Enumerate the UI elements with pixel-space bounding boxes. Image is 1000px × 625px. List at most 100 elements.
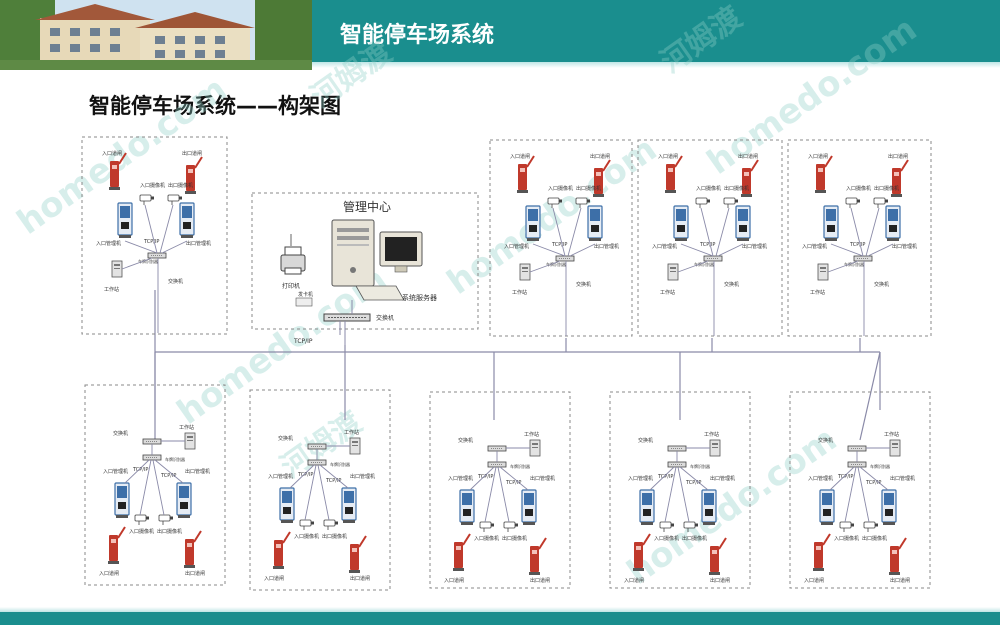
unit-frame	[489, 139, 633, 337]
entry-camera-label: 入口摄像机	[548, 185, 573, 192]
tcp-label: TCP/IP	[699, 242, 715, 248]
keyboard-icon	[355, 285, 405, 301]
entry-terminal-label: 入口管理机	[268, 473, 293, 480]
workstation-label: 工作站	[104, 286, 119, 293]
recognizer-label: 车牌识别器	[330, 461, 350, 467]
connector-line	[844, 466, 857, 523]
entry-terminal-icon	[819, 489, 835, 526]
exit-terminal-label: 出口管理机	[742, 243, 767, 250]
unit-switch-icon	[142, 438, 162, 445]
exit-barrier-label: 出口道闸	[185, 570, 205, 577]
switch-label: 交换机	[638, 437, 653, 444]
entry-barrier-label: 入口道闸	[624, 577, 644, 584]
tcp-label-left: TCP/IP	[297, 472, 313, 478]
entry-barrier-icon	[814, 155, 833, 194]
exit-camera-icon	[863, 521, 879, 533]
entry-camera-icon	[845, 197, 861, 209]
entry-terminal-label: 入口管理机	[96, 240, 121, 247]
exit-camera-label: 出口摄像机	[862, 535, 887, 542]
tcp-label-right: TCP/IP	[865, 480, 881, 486]
entrance-unit-top-1: 入口道闸出口道闸入口摄像机出口摄像机入口管理机出口管理机TCP/IP车牌识别器工…	[81, 136, 228, 335]
entrance-unit-top-2: 入口道闸出口道闸入口摄像机出口摄像机入口管理机出口管理机TCP/IP车牌识别器工…	[489, 139, 633, 337]
tcp-label-left: TCP/IP	[657, 474, 673, 480]
connector-line	[529, 260, 561, 273]
workstation-label: 工作站	[810, 289, 825, 296]
building-illustration	[0, 0, 312, 70]
workstation-icon	[529, 439, 541, 457]
connector-line	[161, 240, 188, 254]
connector-line	[304, 464, 317, 521]
tcp-label: TCP/IP	[849, 242, 865, 248]
exit-camera-icon	[158, 514, 174, 526]
slide-subtitle: 智能停车场系统——构架图	[89, 94, 341, 118]
entrance-unit-top-4: 入口道闸出口道闸入口摄像机出口摄像机入口管理机出口管理机TCP/IP车牌识别器工…	[787, 139, 932, 337]
connector-line	[717, 243, 744, 257]
entry-terminal-label: 入口管理机	[103, 468, 128, 475]
recognizer-icon	[307, 459, 327, 466]
exit-camera-label: 出口摄像机	[168, 182, 193, 189]
entry-camera-icon	[134, 514, 150, 526]
exit-terminal-label: 出口管理机	[530, 475, 555, 482]
tcp-label-right: TCP/IP	[505, 480, 521, 486]
header-title: 智能停车场系统	[340, 23, 495, 48]
unit-frame	[609, 391, 751, 589]
exit-camera-label: 出口摄像机	[682, 535, 707, 542]
entry-barrier-label: 入口道闸	[264, 575, 284, 582]
entry-terminal-icon	[823, 205, 839, 242]
exit-terminal-icon	[701, 489, 717, 526]
core-switch-icon	[323, 313, 371, 322]
switch-label: 交换机	[818, 437, 833, 444]
printer-label: 打印机	[282, 282, 300, 290]
recognizer-label: 车牌识别器	[510, 463, 530, 469]
header-divider	[312, 62, 1000, 68]
exit-barrier-icon	[708, 537, 727, 576]
exit-terminal-label: 出口管理机	[185, 468, 210, 475]
header-building-photo	[0, 0, 312, 70]
exit-camera-label: 出口摄像机	[502, 535, 527, 542]
unit-frame	[789, 391, 931, 589]
unit-frame	[637, 139, 783, 337]
exit-terminal-icon	[176, 482, 192, 519]
entry-terminal-icon	[114, 482, 130, 519]
exit-camera-label: 出口摄像机	[724, 185, 749, 192]
entrance-unit-bottom-2: 交换机工作站车牌识别器TCP/IPTCP/IP入口管理机出口管理机入口摄像机出口…	[249, 389, 391, 591]
connector-line	[865, 207, 880, 257]
connector-line	[677, 260, 709, 273]
connector-line	[715, 207, 730, 257]
exit-barrier-label: 出口道闸	[890, 577, 910, 584]
tcp-label-right: TCP/IP	[685, 480, 701, 486]
workstation-label: 工作站	[512, 289, 527, 296]
server-icon	[331, 219, 375, 287]
tcp-label: TCP/IP	[551, 242, 567, 248]
unit-frame	[787, 139, 932, 337]
unit-switch-icon	[703, 255, 723, 262]
connector-line	[830, 243, 864, 257]
connector-line	[649, 466, 675, 491]
entry-camera-icon	[479, 521, 495, 533]
monitor-icon	[379, 231, 423, 273]
management-center-frame	[251, 192, 479, 330]
workstation-icon	[349, 437, 361, 455]
connector-line	[829, 466, 855, 491]
entrance-unit-bottom-3: 交换机工作站车牌识别器TCP/IPTCP/IP入口管理机出口管理机入口摄像机出口…	[429, 391, 571, 589]
connector-line	[567, 207, 582, 257]
workstation-icon	[519, 263, 531, 281]
connector-line	[154, 459, 184, 484]
unit-frame	[81, 136, 228, 335]
entrance-unit-bottom-5: 交换机工作站车牌识别器TCP/IPTCP/IP入口管理机出口管理机入口摄像机出口…	[789, 391, 931, 589]
exit-camera-icon	[323, 519, 339, 531]
entry-terminal-icon	[117, 202, 133, 239]
exit-terminal-label: 出口管理机	[186, 240, 211, 247]
connector-line	[289, 464, 315, 489]
connector-line	[469, 466, 495, 491]
entry-camera-label: 入口摄像机	[129, 528, 154, 535]
exit-barrier-icon	[348, 535, 367, 574]
entry-barrier-icon	[272, 531, 291, 570]
recognizer-icon	[142, 454, 162, 461]
unit-switch-icon	[667, 445, 687, 452]
server-label: 系统服务器	[402, 293, 437, 302]
entry-terminal-icon	[459, 489, 475, 526]
switch-label: 交换机	[874, 281, 889, 288]
entry-terminal-icon	[673, 205, 689, 242]
capture-card-label: 车牌识别器	[138, 258, 158, 264]
